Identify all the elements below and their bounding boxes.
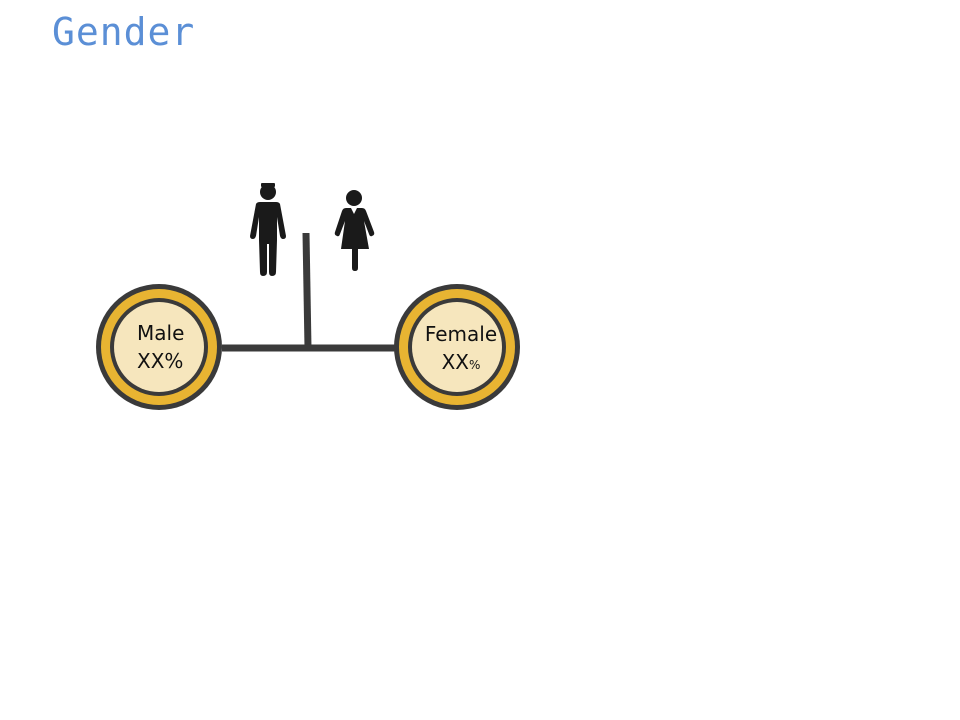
male-label: Male [137,321,185,345]
female-percentage-suffix: % [469,358,481,372]
female-node-ring [394,284,520,410]
male-person-icon [250,183,286,276]
female-percentage-value: XX [441,350,469,374]
male-node-label: Male XX% [137,319,184,375]
female-label: Female [424,322,498,346]
male-percentage: XX% [137,349,184,373]
vertical-connector [302,232,312,349]
page-title: Gender [52,10,196,54]
male-node-ring [96,284,222,410]
female-person-icon [334,190,375,271]
female-node-label: Female XX% [421,320,501,379]
female-percentage: XX% [421,348,501,379]
connector-lines [222,232,395,352]
